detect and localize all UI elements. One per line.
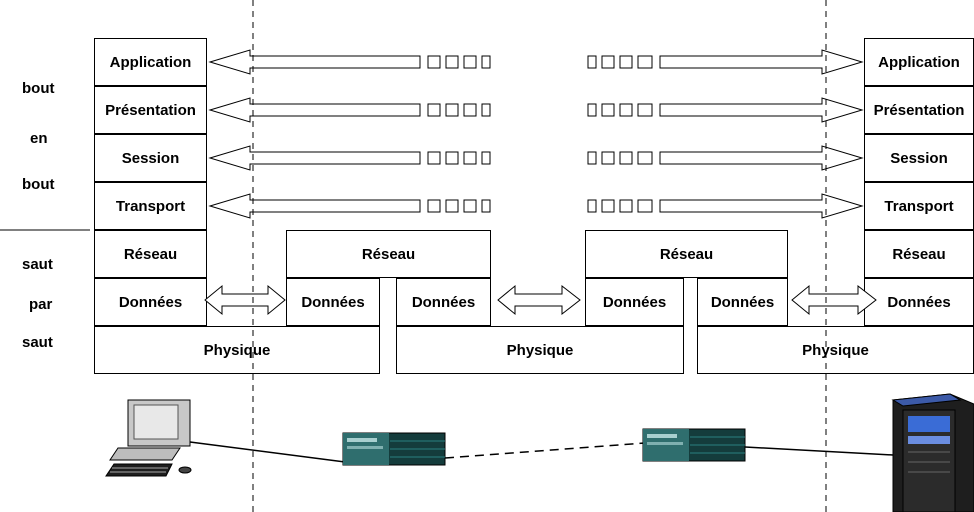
segment-squares	[427, 55, 653, 213]
physique-segment-2: Physique	[396, 326, 684, 374]
application-peer-arrow-right	[659, 49, 864, 75]
transport-peer-arrow-right	[659, 193, 864, 219]
label-bout-2: bout	[22, 176, 55, 193]
left-donnees-layer: Données	[94, 278, 207, 326]
router1-donnees-right: Données	[396, 278, 491, 326]
presentation-peer-arrow-right	[659, 97, 864, 123]
label-en: en	[30, 130, 48, 147]
session-peer-arrow-right	[659, 145, 864, 171]
label-saut-2: saut	[22, 334, 53, 351]
left-session-layer: Session	[94, 134, 207, 182]
presentation-peer-arrow-left	[208, 97, 421, 123]
router2-reseau-layer: Réseau	[585, 230, 788, 278]
donnees-link-arrow-3	[791, 284, 877, 316]
link-router1-router2	[444, 442, 646, 459]
donnees-link-arrow-2	[497, 284, 581, 316]
server-icon	[891, 393, 974, 512]
left-presentation-layer: Présentation	[94, 86, 207, 134]
router2-donnees-left: Données	[585, 278, 684, 326]
link-router2-server	[744, 446, 894, 456]
right-donnees-layer: Données	[864, 278, 974, 326]
link-client-router1	[189, 441, 346, 463]
right-transport-layer: Transport	[864, 182, 974, 230]
left-reseau-layer: Réseau	[94, 230, 207, 278]
donnees-link-arrow-1	[204, 284, 286, 316]
right-session-layer: Session	[864, 134, 974, 182]
transport-peer-arrow-left	[208, 193, 421, 219]
router2-donnees-right: Données	[697, 278, 788, 326]
right-application-layer: Application	[864, 38, 974, 86]
right-presentation-layer: Présentation	[864, 86, 974, 134]
router1-reseau-layer: Réseau	[286, 230, 491, 278]
physique-segment-3: Physique	[697, 326, 974, 374]
physique-segment-1: Physique	[94, 326, 380, 374]
application-peer-arrow-left	[208, 49, 421, 75]
router1-donnees-left: Données	[286, 278, 380, 326]
left-transport-layer: Transport	[94, 182, 207, 230]
label-saut: saut	[22, 256, 53, 273]
router-icon-2	[642, 428, 746, 462]
label-bout: bout	[22, 80, 55, 97]
router-icon	[342, 432, 446, 466]
label-par: par	[29, 296, 53, 313]
session-peer-arrow-left	[208, 145, 421, 171]
computer-icon	[105, 399, 192, 477]
right-reseau-layer: Réseau	[864, 230, 974, 278]
left-application-layer: Application	[94, 38, 207, 86]
